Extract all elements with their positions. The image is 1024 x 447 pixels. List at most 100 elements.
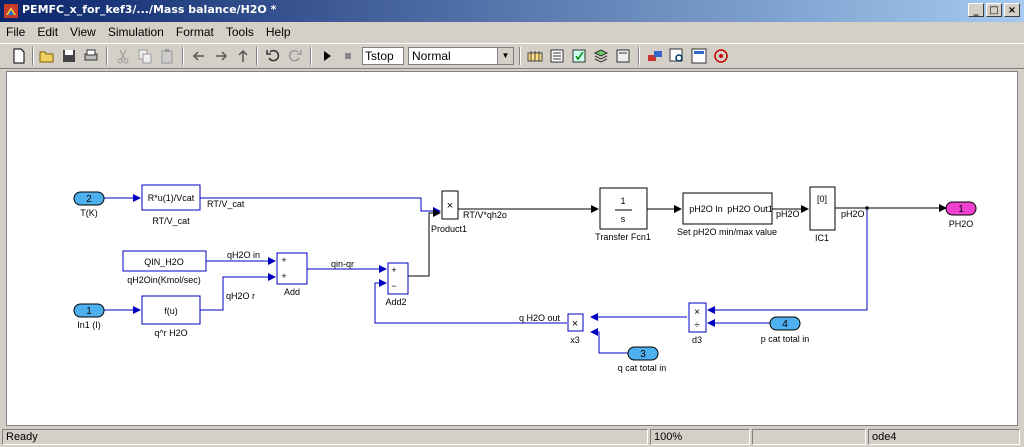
inport-4-number: 4 (782, 319, 788, 330)
inport-1-number: 1 (86, 306, 92, 317)
menu-edit[interactable]: Edit (37, 25, 59, 39)
block-name: RT/V_cat (152, 216, 190, 226)
status-empty (752, 429, 866, 445)
new-model-icon[interactable] (10, 47, 28, 65)
toolbar-separator (256, 47, 258, 65)
signal-label: qH2O r (226, 291, 255, 301)
block-name: x3 (570, 335, 580, 345)
outport-1-label: PH2O (949, 219, 974, 229)
multiply-symbol: × (447, 200, 453, 212)
fcn-block[interactable] (141, 295, 201, 325)
status-text: Ready (2, 429, 648, 445)
cut-icon[interactable] (114, 47, 132, 65)
close-button[interactable]: × (1004, 3, 1020, 17)
signal-label: RT/V*qh2o (463, 210, 507, 220)
paste-icon[interactable] (158, 47, 176, 65)
minimize-button[interactable]: _ (968, 3, 984, 17)
stop-time-input[interactable]: Tstop (362, 47, 404, 65)
tf-numerator: 1 (620, 196, 625, 206)
add-sign: − (391, 281, 396, 291)
ic-block[interactable] (809, 186, 836, 231)
block-name: q^r H2O (154, 328, 187, 338)
undo-icon[interactable] (264, 47, 282, 65)
product1-block[interactable] (441, 190, 459, 220)
refresh-icon[interactable] (570, 47, 588, 65)
inport-4[interactable] (769, 316, 801, 331)
print-icon[interactable] (82, 47, 100, 65)
branch-point (865, 206, 869, 210)
menu-tools[interactable]: Tools (225, 25, 254, 39)
inport-4-label: p cat total in (761, 334, 810, 344)
simulation-mode-select[interactable]: Normal ▼ (408, 47, 514, 65)
update-diagram-icon[interactable] (548, 47, 566, 65)
block-name: IC1 (815, 233, 829, 243)
forward-arrow-icon[interactable] (212, 47, 230, 65)
window-title: PEMFC_x_for_kef3/.../Mass balance/H2O * (22, 3, 277, 16)
menu-bar: File Edit View Simulation Format Tools H… (0, 22, 1024, 42)
inport-1-label: In1 (I) (77, 320, 101, 330)
signal-line[interactable] (590, 328, 628, 354)
saturation-block[interactable] (682, 192, 773, 225)
menu-view[interactable]: View (70, 25, 96, 39)
saturation-input: pH2O In (689, 204, 723, 214)
add-block[interactable] (276, 252, 308, 285)
signal-line[interactable] (200, 273, 276, 311)
ic-value: [0] (817, 194, 827, 204)
outport-3-label: q cat total in (618, 363, 667, 373)
inport-2-number: 2 (86, 194, 92, 205)
settings-icon[interactable] (712, 47, 730, 65)
redo-icon[interactable] (286, 47, 304, 65)
x3-block[interactable] (567, 313, 584, 332)
toolbar-separator (182, 47, 184, 65)
open-icon[interactable] (38, 47, 56, 65)
signal-line[interactable] (200, 197, 441, 215)
toolbar-separator (519, 47, 521, 65)
signal-line[interactable] (408, 209, 441, 277)
transfer-fcn-block[interactable] (599, 187, 648, 230)
debugger-icon[interactable] (646, 47, 664, 65)
d3-block[interactable] (688, 302, 707, 333)
model-canvas[interactable]: 2 1 4 1 3 T(K) In1 (I) p cat total in PH… (6, 71, 1018, 426)
gain-block[interactable] (141, 184, 201, 211)
menu-format[interactable]: Format (175, 25, 214, 39)
simulink-icon (3, 3, 19, 19)
chevron-down-icon[interactable]: ▼ (497, 48, 513, 64)
signal-label: pH2O (841, 209, 865, 219)
save-icon[interactable] (60, 47, 78, 65)
back-arrow-icon[interactable] (190, 47, 208, 65)
outport-1[interactable] (945, 201, 977, 216)
constant-value: QIN_H2O (144, 257, 184, 267)
simulation-mode-value: Normal (412, 49, 451, 63)
zoom-level: 100% (650, 429, 750, 445)
block-name: Set pH2O min/max value (677, 227, 777, 237)
add-sign: + (391, 265, 396, 275)
add2-block[interactable] (387, 262, 409, 295)
model-explorer-icon[interactable] (614, 47, 632, 65)
constant-block[interactable] (122, 250, 207, 272)
properties-icon[interactable] (690, 47, 708, 65)
maximize-button[interactable]: □ (986, 3, 1002, 17)
copy-icon[interactable] (136, 47, 154, 65)
toolbar-separator (32, 47, 34, 65)
toolbar: Tstop Normal ▼ (0, 43, 1024, 69)
divide-symbol: ÷ (694, 320, 700, 331)
play-icon[interactable] (318, 47, 336, 65)
menu-file[interactable]: File (6, 25, 26, 39)
signal-line[interactable] (707, 208, 868, 314)
inport-1[interactable] (73, 303, 105, 318)
outport-3[interactable] (627, 346, 659, 361)
menu-help[interactable]: Help (265, 25, 291, 39)
library-browser-icon[interactable] (592, 47, 610, 65)
menu-simulation[interactable]: Simulation (107, 25, 164, 39)
up-arrow-icon[interactable] (234, 47, 252, 65)
signal-line[interactable] (374, 279, 567, 324)
build-icon[interactable] (526, 47, 544, 65)
find-icon[interactable] (668, 47, 686, 65)
saturation-output: pH2O Out1 (727, 204, 773, 214)
toolbar-separator (106, 47, 108, 65)
block-name: Add2 (385, 297, 406, 307)
tf-denominator: s (621, 214, 626, 224)
stop-icon[interactable] (339, 47, 357, 65)
outport-1-number: 1 (958, 204, 964, 215)
inport-2[interactable] (73, 191, 105, 206)
